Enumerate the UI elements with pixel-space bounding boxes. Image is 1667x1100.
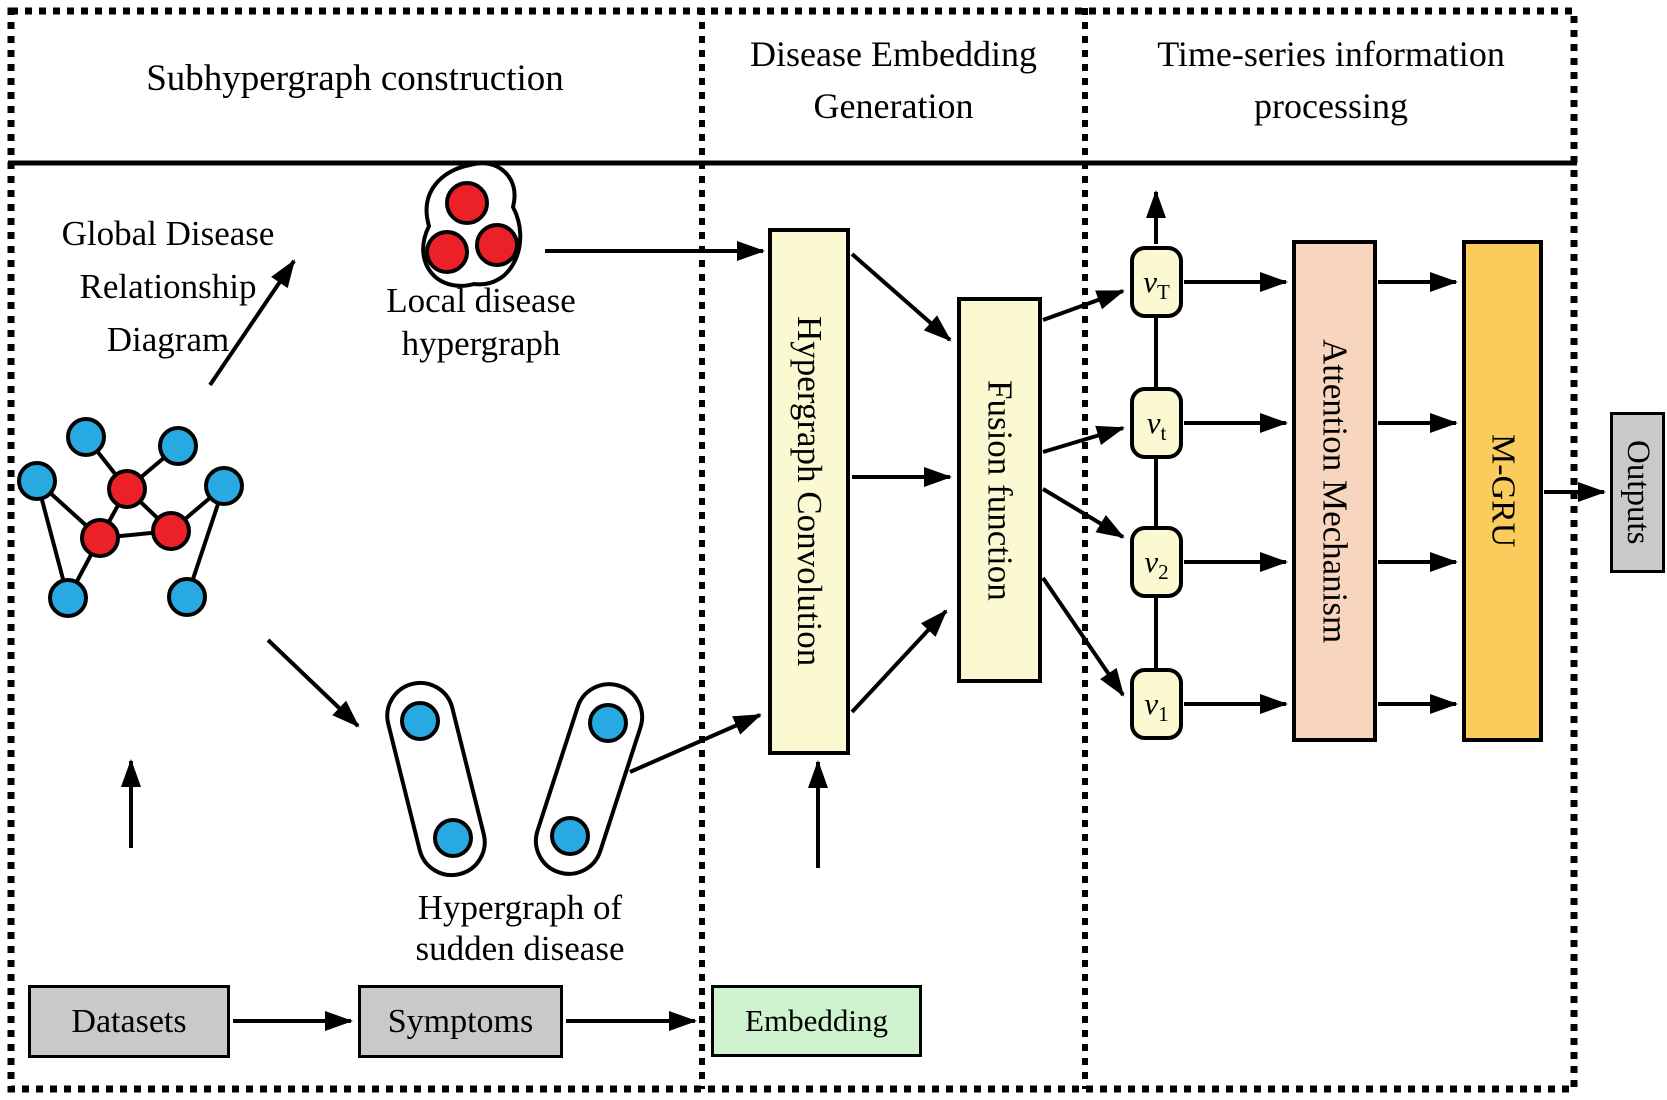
panel-title-embedding-generation: Disease Embedding Generation <box>702 28 1085 132</box>
timestep-label: v1 <box>1144 686 1169 727</box>
global-diagram-label: Global Disease Relationship Diagram <box>8 207 328 366</box>
sudden-hypergraph-label: Hypergraph of sudden disease <box>370 887 670 969</box>
attention-mechanism-box: Attention Mechanism <box>1292 240 1377 742</box>
hypergraph-convolution-box: Hypergraph Convolution <box>768 228 850 755</box>
arrow-diagram-to-sudden-hypergraph <box>266 638 360 728</box>
label-line: Diagram <box>106 320 230 359</box>
outputs-box: Outputs <box>1610 412 1665 573</box>
global-graph-edges <box>35 435 226 599</box>
blue-node-icon <box>550 816 590 856</box>
flow-arrows <box>121 190 1606 1031</box>
timestep-label: vT <box>1143 264 1170 305</box>
global-graph-blue-nodes <box>17 417 244 618</box>
label-line: Global Disease <box>61 214 275 253</box>
label-line: Local disease <box>386 281 576 320</box>
arrow-sudden-to-convolution <box>629 713 762 774</box>
arrow-diagram-to-local-hypergraph <box>208 259 296 387</box>
arrow-fusion-to-vT <box>1042 289 1125 322</box>
panel-title-timeseries: Time-series information processing <box>1085 28 1577 132</box>
red-node-icon <box>80 518 120 558</box>
blue-node-icon <box>588 703 628 743</box>
local-hypergraph-label: Local disease hypergraph <box>331 279 631 365</box>
label-line: sudden disease <box>415 929 625 968</box>
red-node-icon <box>151 511 191 551</box>
panel-title-line: Time-series information <box>1157 34 1505 74</box>
blue-node-icon <box>66 417 106 457</box>
fusion-function-box: Fusion function <box>957 297 1042 683</box>
timestep-vT-box: vT <box>1130 246 1183 318</box>
blue-node-icon <box>17 461 57 501</box>
blue-node-icon <box>48 578 88 618</box>
outer-dashed-border <box>7 7 1578 1093</box>
panel-title-subhypergraph: Subhypergraph construction <box>146 58 564 99</box>
blue-node-icon <box>158 426 198 466</box>
panel-title-line: processing <box>1254 86 1408 126</box>
arrow-convolution-to-fusion-bottom <box>850 609 948 714</box>
local-hypergraph-nodes <box>425 181 519 274</box>
blue-node-icon <box>400 701 440 741</box>
hyperedge-capsule <box>533 682 645 876</box>
timestep-vt-box: vt <box>1130 387 1183 459</box>
arrow-fusion-to-vt <box>1042 425 1125 454</box>
red-node-icon <box>475 223 519 267</box>
label-line: hypergraph <box>401 324 561 363</box>
arrow-fusion-to-v1 <box>1041 576 1125 697</box>
timestep-v1-box: v1 <box>1130 668 1183 740</box>
arrow-fusion-to-v2 <box>1041 487 1125 539</box>
label-line: Hypergraph of <box>417 888 623 927</box>
global-graph-red-nodes <box>80 469 191 558</box>
symptoms-box: Symptoms <box>358 985 563 1058</box>
red-node-icon <box>445 181 489 225</box>
timestep-v2-box: v2 <box>1130 526 1183 598</box>
panel-title-line: Generation <box>813 86 974 126</box>
blue-node-icon <box>433 818 473 858</box>
blue-node-icon <box>167 577 207 617</box>
timestep-label: vt <box>1146 405 1167 446</box>
blue-node-icon <box>204 466 244 506</box>
red-node-icon <box>425 230 469 274</box>
red-node-icon <box>107 469 147 509</box>
sudden-hypergraph-nodes <box>400 701 628 858</box>
label-line: Relationship <box>79 267 257 306</box>
timestep-label: v2 <box>1144 544 1169 585</box>
datasets-box: Datasets <box>28 985 230 1058</box>
mgru-box: M-GRU <box>1462 240 1543 742</box>
panel-title-line: Disease Embedding <box>750 34 1037 74</box>
embedding-box: Embedding <box>711 985 922 1057</box>
arrow-convolution-to-fusion-top <box>850 252 952 342</box>
hyperedge-capsule <box>385 680 487 878</box>
